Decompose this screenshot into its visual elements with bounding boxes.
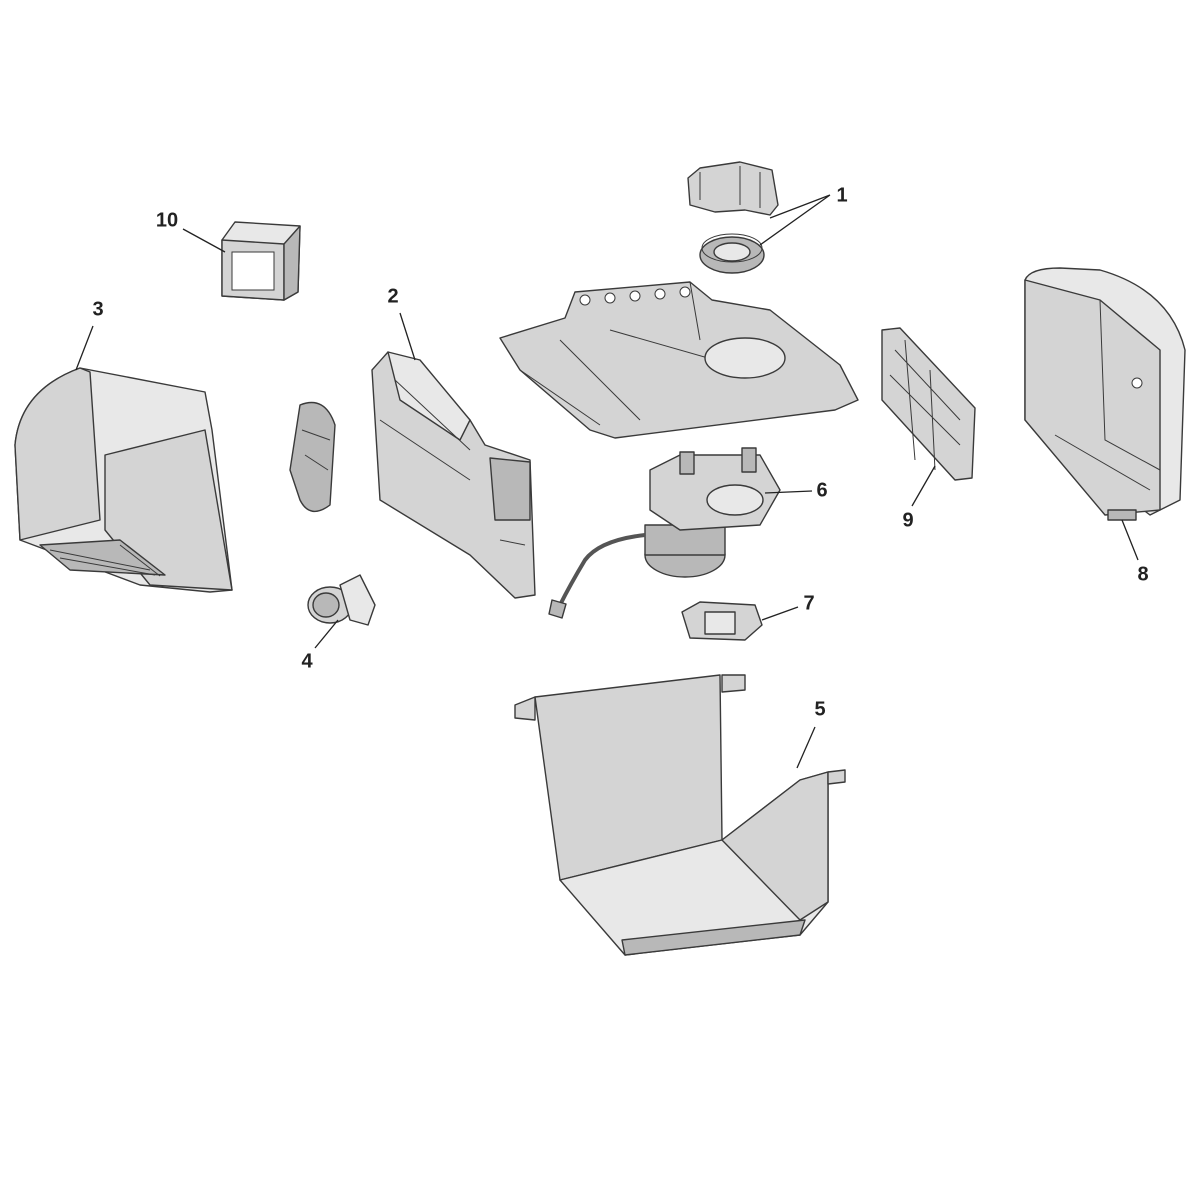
callout-7: 7 <box>803 592 815 615</box>
part-8-end-cover <box>1024 267 1186 521</box>
part-7-travel-module <box>681 601 763 641</box>
callout-3: 3 <box>92 298 104 321</box>
callout-4: 4 <box>301 650 313 673</box>
part-1-gear-assembly <box>687 161 779 274</box>
part-6-motor <box>548 447 781 619</box>
callout-9: 9 <box>902 509 914 532</box>
part-10-transformer <box>221 221 301 301</box>
callout-8: 8 <box>1137 563 1149 586</box>
callout-1: 1 <box>836 184 848 207</box>
leader-lines <box>75 194 1139 769</box>
callout-6: 6 <box>816 479 828 502</box>
callout-10: 10 <box>155 209 179 232</box>
part-2-bracket <box>289 351 536 599</box>
part-3-lens-cover <box>14 367 233 593</box>
callout-5: 5 <box>814 698 826 721</box>
part-5-tray <box>514 674 846 956</box>
part-9-logic-board <box>881 327 976 481</box>
part-4-socket <box>307 574 376 626</box>
callout-2: 2 <box>387 285 399 308</box>
chassis-plate <box>499 281 859 439</box>
